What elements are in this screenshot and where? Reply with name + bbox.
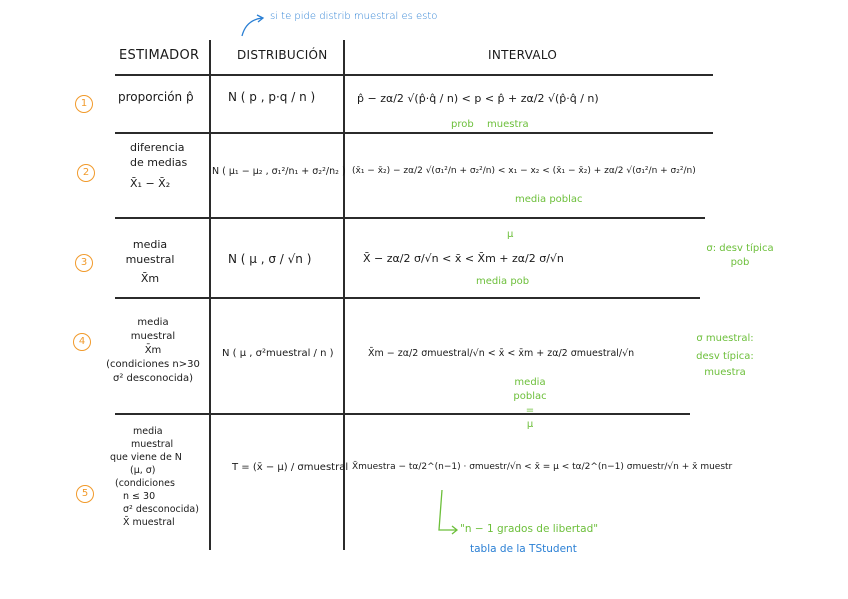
- estimador-4-line: media: [137, 317, 169, 328]
- intervalo-2: (x̄₁ − x̄₂) − zα/2 √(σ₁²/n + σ₂²/n) < x₁…: [352, 166, 696, 176]
- note-media-poblac: media poblac: [513, 377, 547, 402]
- side-note-4-line: muestra: [704, 367, 746, 378]
- note-grados-libertad: "n − 1 grados de libertad": [460, 523, 599, 535]
- row-divider-1: [115, 132, 713, 134]
- estimador-4-line: (condiciones n>30: [106, 359, 200, 370]
- intervalo-1: p̂ − zα/2 √(p̂·q̂ / n) < p < p̂ + zα/2 √…: [357, 92, 599, 105]
- estimador-3-line: X̄m: [140, 272, 160, 285]
- distribucion-5: T = (x̄ − μ) / σmuestral: [232, 462, 349, 473]
- row-number-badge: 5: [76, 485, 94, 503]
- estimador-1: proporción p̂: [118, 90, 194, 104]
- estimador-2-line: X̄₁ − X̄₂: [130, 177, 171, 190]
- estimador-4-line: X̄m: [144, 345, 162, 356]
- intervalo-4: X̄m − zα/2 σmuestral/√n < x̄ < x̄m + zα/…: [368, 348, 635, 359]
- estimador-5-line: σ² desconocida): [123, 504, 199, 515]
- side-note-4-line: σ muestral:: [696, 333, 754, 344]
- row-divider-3: [115, 297, 700, 299]
- top-annotation: si te pide distrib muestral es esto: [270, 11, 438, 22]
- distribucion-3: N ( μ , σ / √n ): [228, 252, 312, 266]
- note-mu: μ: [507, 229, 514, 240]
- estimador-5-line: (μ, σ): [130, 465, 156, 476]
- estimador-3-line: media: [132, 238, 168, 251]
- row-number-badge: 4: [73, 333, 91, 351]
- distribucion-4: N ( μ , σ²muestral / n ): [222, 348, 334, 359]
- distribucion-1: N ( p , p·q / n ): [228, 90, 316, 104]
- estimador-5-line: (condiciones: [115, 478, 175, 489]
- estimador-5-line: muestral: [131, 439, 174, 450]
- note-equals: =: [525, 405, 535, 416]
- header-distribucion: DISTRIBUCIÓN: [237, 48, 328, 62]
- estimador-5-line: media: [133, 426, 163, 437]
- note-media-poblac: media poblac: [515, 194, 583, 205]
- row-number-badge: 3: [75, 254, 93, 272]
- side-note-4-line: desv típica:: [696, 351, 754, 362]
- estimador-2-line: diferencia: [130, 141, 185, 154]
- note-media-pob: media pob: [476, 276, 530, 287]
- intervalo-3: X̄ − zα/2 σ/√n < x̄ < X̄m + zα/2 σ/√n: [363, 252, 564, 265]
- note-prob: prob: [451, 119, 474, 130]
- column-divider-2: [343, 40, 345, 550]
- row-number-badge: 1: [75, 95, 93, 113]
- estimador-5-line: n ≤ 30: [123, 491, 156, 502]
- pointer-arrow-icon: [438, 489, 459, 535]
- estimador-5-line: que viene de N: [110, 452, 182, 463]
- header-intervalo: INTERVALO: [488, 48, 558, 62]
- estimador-3-line: muestral: [125, 253, 175, 266]
- estimador-4-line: muestral: [130, 331, 176, 342]
- intervalo-5: X̄muestra − tα/2^(n−1) · σmuestr/√n < x̄…: [352, 462, 733, 472]
- note-muestra: muestra: [487, 119, 529, 130]
- row-divider-2: [115, 217, 705, 219]
- distribucion-2: N ( μ₁ − μ₂ , σ₁²/n₁ + σ₂²/n₂ ): [212, 166, 346, 177]
- note-tabla-tstudent: tabla de la TStudent: [470, 543, 577, 555]
- curved-arrow-icon: [241, 14, 265, 37]
- note-mu: μ: [526, 419, 534, 430]
- estimador-2-line: de medias: [130, 156, 188, 169]
- estimador-4-line: σ² desconocida): [113, 373, 193, 384]
- row-number-badge: 2: [77, 164, 95, 182]
- header-estimador: ESTIMADOR: [119, 48, 200, 63]
- estimador-5-line: X̄ muestral: [123, 517, 175, 528]
- row-divider-header: [115, 74, 713, 76]
- side-note-3-line: σ: desv típica: [706, 243, 774, 254]
- row-divider-4: [115, 413, 690, 415]
- column-divider-1: [209, 40, 211, 550]
- side-note-3-line: pob: [730, 257, 750, 268]
